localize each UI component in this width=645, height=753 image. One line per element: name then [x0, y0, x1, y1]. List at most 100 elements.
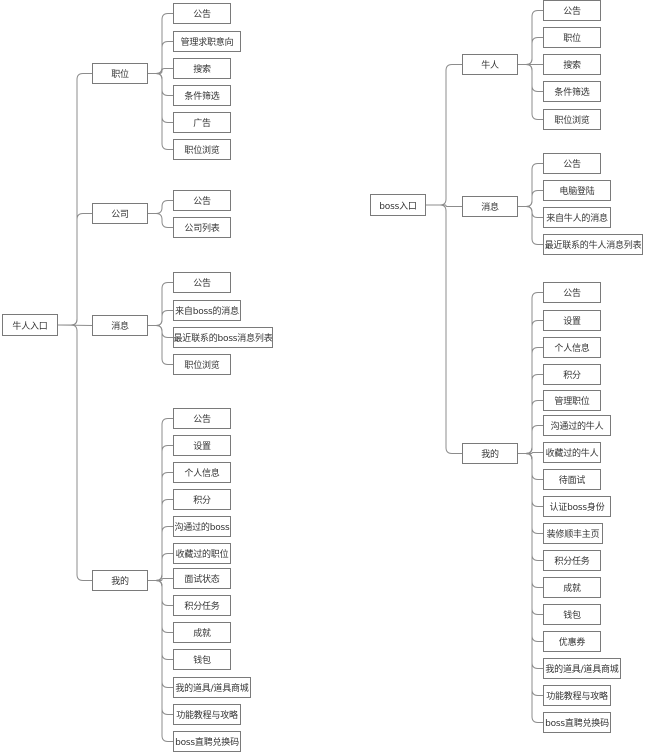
connector-line — [148, 445, 173, 581]
leaf-node: 积分 — [173, 489, 231, 510]
connector-line — [518, 453, 543, 723]
connector-line — [148, 68, 173, 74]
leaf-node: 条件筛选 — [173, 85, 231, 106]
connector-line — [426, 204, 462, 454]
leaf-node: 功能教程与攻略 — [543, 685, 611, 706]
connector-line — [58, 213, 92, 326]
connector-line — [518, 292, 543, 454]
leaf-node: 来自牛人的消息 — [543, 207, 611, 228]
connector-line — [148, 578, 173, 581]
connector-line — [148, 580, 173, 742]
leaf-node: 来自boss的消息 — [173, 300, 241, 321]
leaf-node: 收藏过的牛人 — [543, 442, 601, 463]
connector-line — [148, 580, 173, 715]
leaf-node: 个人信息 — [543, 337, 601, 358]
connector-line — [426, 64, 462, 206]
connector-line — [518, 453, 543, 696]
leaf-node: 功能教程与攻略 — [173, 704, 241, 725]
leaf-node: 管理求职意向 — [173, 31, 241, 52]
leaf-node: 公告 — [543, 0, 601, 21]
leaf-node: boss直聘兑换码 — [173, 731, 241, 752]
connector-line — [148, 499, 173, 581]
leaf-node: 最近联系的牛人消息列表 — [543, 234, 643, 255]
category-node-talent: 牛人 — [462, 54, 518, 75]
connector-line — [518, 163, 543, 207]
leaf-node: 公告 — [543, 153, 601, 174]
leaf-node: 认证boss身份 — [543, 496, 611, 517]
category-node-messages: 消息 — [462, 196, 518, 217]
leaf-node: 公告 — [173, 272, 231, 293]
leaf-node: 设置 — [543, 310, 601, 331]
connector-line — [518, 37, 543, 65]
leaf-node: 搜索 — [543, 54, 601, 75]
connector-line — [426, 204, 462, 207]
leaf-node: 积分任务 — [543, 550, 601, 571]
leaf-node: 职位浏览 — [173, 139, 231, 160]
root-node-boss-entry: boss入口 — [370, 194, 426, 216]
connector-line — [58, 73, 92, 326]
leaf-node: 电脑登陆 — [543, 180, 611, 201]
leaf-node: boss直聘兑换码 — [543, 712, 611, 733]
connector-line — [148, 213, 173, 228]
leaf-node: 管理职位 — [543, 390, 601, 411]
connector-line — [148, 553, 173, 581]
connector-line — [148, 310, 173, 326]
connector-line — [148, 580, 173, 633]
category-node-mine: 我的 — [462, 443, 518, 464]
category-node-messages: 消息 — [92, 315, 148, 336]
leaf-node: 沟通过的牛人 — [543, 415, 611, 436]
leaf-node: 成就 — [543, 577, 601, 598]
category-node-jobs: 职位 — [92, 63, 148, 84]
leaf-node: 面试状态 — [173, 568, 231, 589]
leaf-node: 优惠券 — [543, 631, 601, 652]
category-node-company: 公司 — [92, 203, 148, 224]
leaf-node: 沟通过的boss — [173, 516, 231, 537]
connector-line — [148, 73, 173, 150]
leaf-node: 收藏过的职位 — [173, 543, 231, 564]
leaf-node: 公告 — [173, 3, 231, 24]
leaf-node: 待面试 — [543, 469, 601, 490]
leaf-node: 装修顺丰主页 — [543, 523, 603, 544]
leaf-node: 条件筛选 — [543, 81, 601, 102]
connector-line — [518, 425, 543, 454]
leaf-node: 成就 — [173, 622, 231, 643]
connector-line — [148, 73, 173, 96]
connector-line — [518, 453, 543, 480]
leaf-node: 公司列表 — [173, 217, 231, 238]
connector-line — [518, 400, 543, 454]
leaf-node: 积分 — [543, 364, 601, 385]
root-node-seeker-entry: 牛人入口 — [2, 314, 58, 336]
leaf-node: 钱包 — [543, 604, 601, 625]
connector-line — [58, 324, 92, 581]
connector-line — [518, 190, 543, 207]
connector-line — [148, 580, 173, 606]
connector-line — [518, 453, 543, 588]
leaf-node: 积分任务 — [173, 595, 231, 616]
connector-line — [148, 13, 173, 74]
connector-line — [518, 320, 543, 454]
leaf-node: 职位浏览 — [173, 354, 231, 375]
leaf-node: 搜索 — [173, 58, 231, 79]
category-node-mine: 我的 — [92, 570, 148, 591]
leaf-node: 公告 — [173, 408, 231, 429]
leaf-node: 公告 — [543, 282, 601, 303]
connector-line — [518, 452, 543, 454]
leaf-node: 职位 — [543, 27, 601, 48]
connector-line — [518, 374, 543, 454]
connector-line — [148, 325, 173, 365]
leaf-node: 公告 — [173, 190, 231, 211]
leaf-node: 我的道具/道具商城 — [543, 658, 621, 679]
connector-line — [148, 200, 173, 214]
connector-line — [518, 64, 543, 92]
leaf-node: 广告 — [173, 112, 231, 133]
connector-line — [148, 580, 173, 688]
connector-line — [148, 73, 173, 123]
leaf-node: 我的道具/道具商城 — [173, 677, 251, 698]
connector-line — [148, 282, 173, 326]
connector-line — [518, 453, 543, 642]
connector-line — [518, 453, 543, 534]
leaf-node: 设置 — [173, 435, 231, 456]
connector-line — [518, 64, 543, 120]
leaf-node: 职位浏览 — [543, 109, 601, 130]
